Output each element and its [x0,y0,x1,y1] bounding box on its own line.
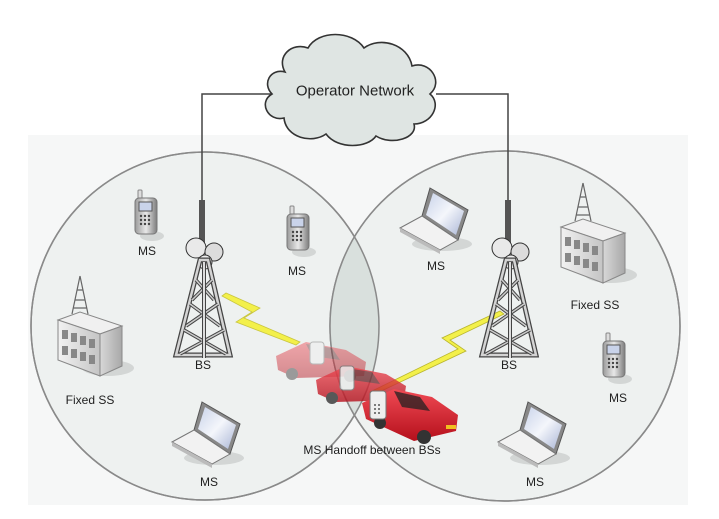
right-cell-laptop-bottom-label: MS [526,475,544,489]
operator-network-cloud [264,33,437,147]
right-cell-phone-label: MS [609,391,627,405]
left-cell-phone-2-label: MS [288,264,306,278]
handoff-label: MS Handoff between BSs [303,443,441,457]
left-cell-edge [30,151,380,501]
left-cell-phone-1-label: MS [138,244,156,258]
left-cell-laptop [170,401,244,468]
left-cell-phone-1 [134,189,164,241]
left-cell-fixed-ss-label: Fixed SS [65,393,115,407]
left-cell-fixed-ss-building [56,275,134,377]
right-base-station-tower [478,200,540,358]
right-backhaul-link [436,93,509,215]
right-base-station-label: BS [500,358,518,372]
left-base-station-tower [172,200,234,358]
right-cell-laptop-top-label: MS [427,259,445,273]
left-cell-laptop-label: MS [200,475,218,489]
right-cell-laptop-bottom [496,401,570,468]
handoff-car-current [362,389,458,444]
right-cell-fixed-ss-label: Fixed SS [570,298,620,312]
left-base-station-label: BS [194,358,212,372]
left-backhaul-link [201,93,272,215]
right-cell-laptop-top [398,187,472,254]
right-cell-fixed-ss-building [559,182,637,284]
left-cell-phone-2 [286,205,316,257]
left-wireless-link-bolt [221,292,301,346]
right-cell-edge [329,150,681,502]
operator-network-label: Operator Network [295,82,415,100]
right-cell-phone [602,332,632,384]
